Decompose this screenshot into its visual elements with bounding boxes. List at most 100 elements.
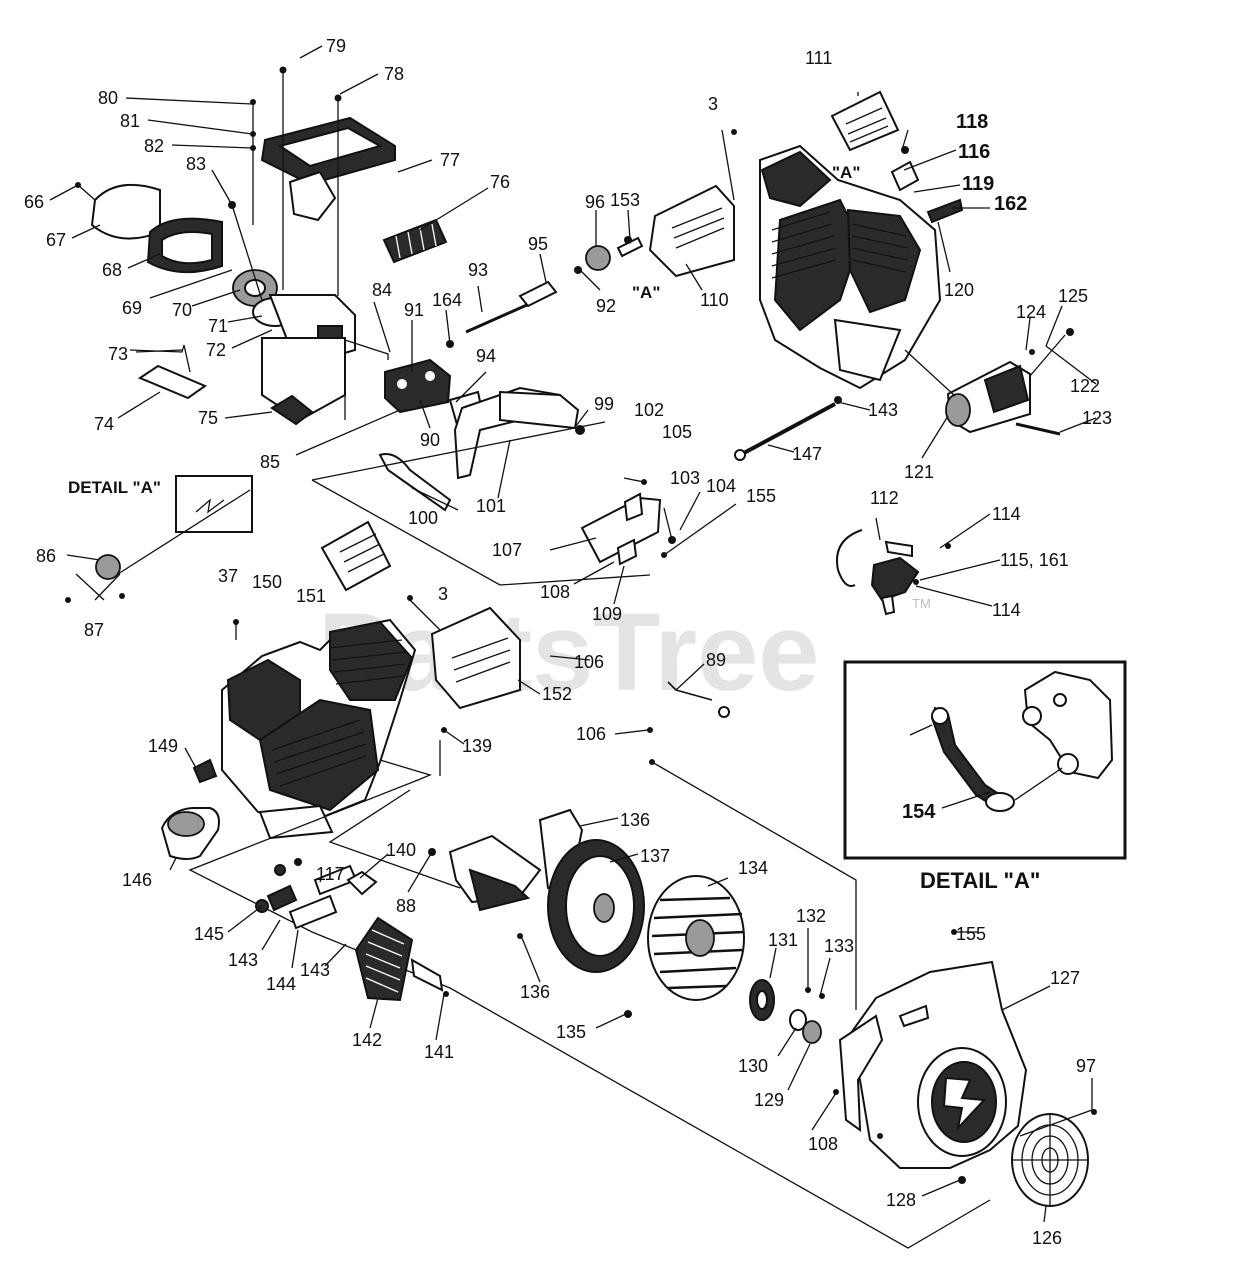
switch-harness bbox=[836, 529, 920, 616]
fasteners bbox=[65, 66, 1097, 1184]
label-127: 127 bbox=[1050, 968, 1080, 988]
oil-cooler bbox=[354, 916, 414, 1002]
engine-lower bbox=[160, 520, 991, 1249]
label-115: 115, 161 bbox=[1000, 550, 1069, 570]
label-88: 88 bbox=[396, 896, 416, 916]
label-143b: 143 bbox=[228, 950, 258, 970]
label-136: 136 bbox=[520, 982, 550, 1002]
label-68: 68 bbox=[102, 260, 122, 280]
label-146: 146 bbox=[122, 870, 152, 890]
label-138: 136 bbox=[620, 810, 650, 830]
label-81: 81 bbox=[120, 111, 140, 131]
label-76: 76 bbox=[490, 172, 510, 192]
detail-a-box: 154 bbox=[843, 660, 1127, 860]
intake-flange bbox=[384, 358, 452, 414]
label-108c: 108 bbox=[808, 1134, 838, 1154]
label-143c: 143 bbox=[300, 960, 330, 980]
label-92: 92 bbox=[596, 296, 616, 316]
label-128: 128 bbox=[886, 1190, 916, 1210]
label-77: 77 bbox=[440, 150, 460, 170]
label-150: 150 bbox=[252, 572, 282, 592]
label-112: 112 bbox=[870, 488, 899, 508]
label-3a: 3 bbox=[708, 94, 718, 114]
label-120: 120 bbox=[944, 280, 974, 300]
air-filter-cover bbox=[90, 183, 161, 240]
label-149: 149 bbox=[148, 736, 178, 756]
label-143a: 143 bbox=[868, 400, 898, 420]
decal-111 bbox=[830, 90, 900, 152]
label-162: 162 bbox=[994, 193, 1027, 215]
label-102: 102 bbox=[634, 400, 664, 420]
label-78: 78 bbox=[384, 64, 404, 84]
detail-ref-symbol bbox=[195, 498, 225, 514]
spark-plug bbox=[926, 198, 964, 224]
tube-144 bbox=[288, 894, 338, 930]
blower-housing-group bbox=[838, 960, 1089, 1207]
label-90: 90 bbox=[420, 430, 440, 450]
label-108a: 108 bbox=[540, 582, 570, 602]
label-110: 110 bbox=[700, 290, 729, 310]
engine-upper bbox=[721, 90, 1066, 461]
label-66: 66 bbox=[24, 192, 44, 212]
label-95: 95 bbox=[528, 234, 548, 254]
label-3b: 3 bbox=[438, 584, 448, 604]
label-97: 97 bbox=[1076, 1056, 1096, 1076]
label-117: 117 bbox=[316, 864, 345, 884]
spring-76 bbox=[382, 218, 448, 264]
label-96: 96 bbox=[585, 192, 605, 212]
label-123: 123 bbox=[1082, 408, 1112, 428]
label-86: 86 bbox=[36, 546, 56, 566]
label-69: 69 bbox=[122, 298, 142, 318]
label-133: 133 bbox=[824, 936, 854, 956]
label-164: 164 bbox=[432, 290, 462, 310]
shield-152 bbox=[430, 606, 521, 710]
label-91: 91 bbox=[404, 300, 424, 320]
detail-ref-box bbox=[175, 475, 253, 533]
flywheel-group bbox=[547, 839, 822, 1044]
label-155b: 155 bbox=[956, 924, 986, 944]
exhaust-lower bbox=[255, 808, 584, 1002]
intake-group bbox=[311, 184, 735, 586]
label-135: 135 bbox=[556, 1022, 586, 1042]
washer-96 bbox=[585, 245, 611, 271]
label-105: 105 bbox=[662, 422, 692, 442]
base-75 bbox=[261, 337, 346, 422]
label-116: 116 bbox=[958, 141, 990, 163]
label-100: 100 bbox=[408, 508, 438, 528]
switch-bracket bbox=[870, 556, 920, 602]
label-82: 82 bbox=[144, 136, 164, 156]
label-134: 134 bbox=[738, 858, 768, 878]
detail-bracket bbox=[1023, 670, 1114, 780]
label-37: 37 bbox=[218, 566, 238, 586]
watermark-tm: TM bbox=[912, 596, 931, 611]
leader-lines bbox=[49, 45, 1097, 1223]
label-67: 67 bbox=[46, 230, 66, 250]
label-124: 124 bbox=[1016, 302, 1046, 322]
label-74: 74 bbox=[94, 414, 114, 434]
label-153: 153 bbox=[610, 190, 640, 210]
label-114b: 114 bbox=[992, 600, 1021, 620]
label-89: 89 bbox=[706, 650, 726, 670]
label-125: 125 bbox=[1058, 286, 1088, 306]
marker-a-2: "A" bbox=[832, 163, 860, 182]
label-130: 130 bbox=[738, 1056, 768, 1076]
label-75: 75 bbox=[198, 408, 218, 428]
label-72: 72 bbox=[206, 340, 226, 360]
label-106a: 106 bbox=[574, 652, 604, 672]
label-79: 79 bbox=[326, 36, 346, 56]
label-131: 131 bbox=[768, 930, 798, 950]
label-126: 126 bbox=[1032, 1228, 1062, 1248]
label-142: 142 bbox=[352, 1030, 382, 1050]
label-147: 147 bbox=[792, 444, 822, 464]
label-132: 132 bbox=[796, 906, 826, 926]
label-119: 119 bbox=[962, 173, 994, 195]
label-106b: 106 bbox=[576, 724, 606, 744]
label-83: 83 bbox=[186, 154, 206, 174]
label-118: 118 bbox=[956, 111, 988, 133]
marker-a-1: "A" bbox=[632, 283, 660, 302]
label-70: 70 bbox=[172, 300, 192, 320]
detail-box-title: DETAIL "A" bbox=[920, 868, 1040, 893]
label-151: 151 bbox=[296, 586, 326, 606]
label-144: 144 bbox=[266, 974, 296, 994]
label-122: 122 bbox=[1070, 376, 1100, 396]
